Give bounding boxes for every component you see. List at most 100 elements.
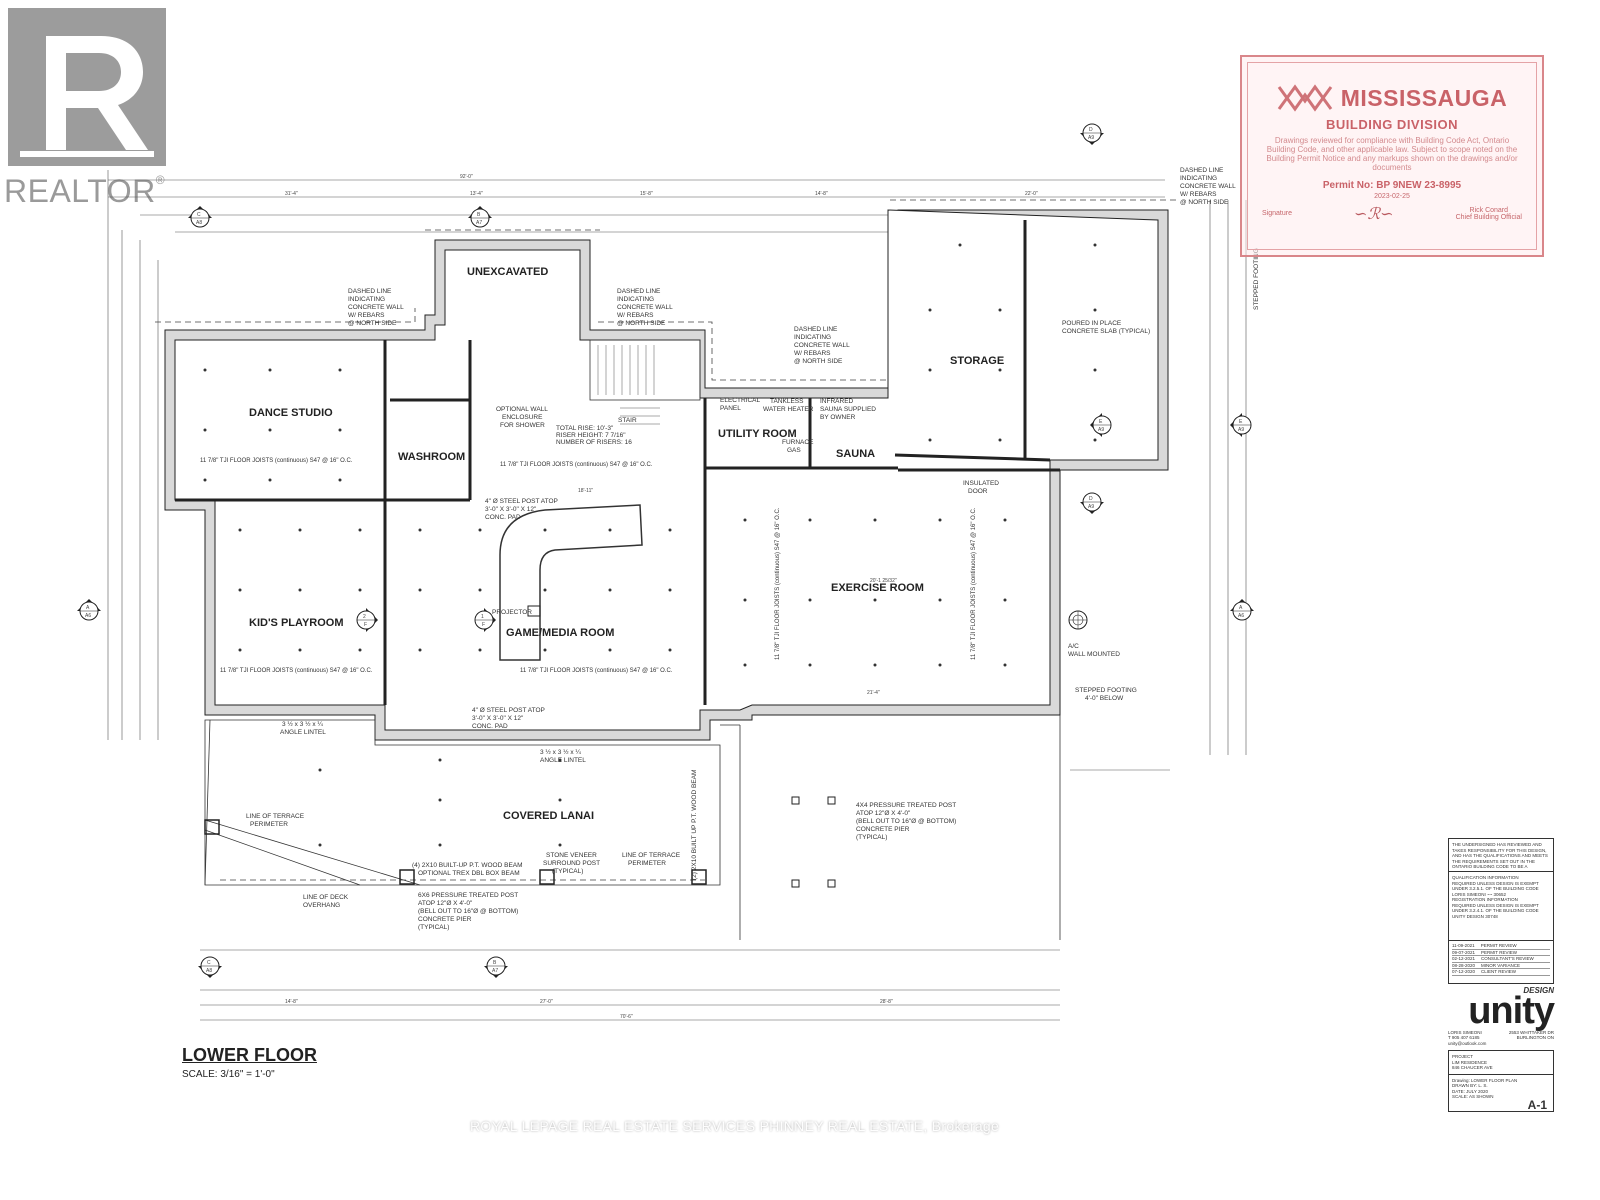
note-poured-slab: POURED IN PLACE CONCRETE SLAB (TYPICAL) — [1062, 320, 1150, 335]
section-marker: 2F — [356, 608, 378, 632]
svg-text:4" Ø STEEL POST ATOP: 4" Ø STEEL POST ATOP — [472, 707, 545, 714]
svg-text:CONCRETE PIER: CONCRETE PIER — [856, 826, 910, 833]
stamp-header: MISSISSAUGA — [1242, 83, 1542, 113]
svg-text:3'-0" X 3'-0" X 12": 3'-0" X 3'-0" X 12" — [485, 506, 537, 513]
svg-text:POURED IN PLACE: POURED IN PLACE — [1062, 320, 1122, 327]
svg-text:3'-0" X 3'-0" X 12": 3'-0" X 3'-0" X 12" — [472, 715, 524, 722]
note-line-terrace-1: LINE OF TERRACE PERIMETER — [246, 813, 305, 828]
svg-text:(TYPICAL): (TYPICAL) — [418, 924, 449, 931]
dim-top-2: 13'-4" — [470, 191, 483, 197]
note-stepped-footing-below: STEPPED FOOTING 4'-0" BELOW — [1075, 687, 1137, 702]
drawing-info: Drawing: LOWER FLOOR PLAN DRAWN BY: L. S… — [1448, 1074, 1554, 1112]
section-marker: CA8 — [198, 956, 222, 978]
svg-text:GAS: GAS — [787, 447, 801, 454]
joist-note-1: 11 7/8" TJI FLOOR JOISTS (continuous) S4… — [200, 458, 353, 464]
svg-text:SURROUND POST: SURROUND POST — [543, 860, 600, 867]
section-marker: BA7 — [484, 956, 508, 978]
svg-text:4X4 PRESSURE TREATED POST: 4X4 PRESSURE TREATED POST — [856, 802, 956, 809]
drawing-title: LOWER FLOOR — [182, 1045, 317, 1065]
svg-text:1: 1 — [481, 614, 484, 620]
dim-bottom-3: 28'-8" — [880, 999, 893, 1005]
svg-text:CONCRETE WALL: CONCRETE WALL — [794, 342, 850, 349]
svg-text:CONC. PAD: CONC. PAD — [472, 723, 508, 730]
svg-text:A6: A6 — [1238, 613, 1244, 619]
svg-text:FURNACE: FURNACE — [782, 439, 814, 446]
note-stone-veneer: STONE VENEER SURROUND POST (TYPICAL) — [543, 852, 600, 875]
dim-top-5: 22'-0" — [1025, 191, 1038, 197]
note-electrical-panel: ELECTRICAL PANEL — [720, 397, 760, 412]
note-stair: STAIR TOTAL RISE: 10'-3" RISER HEIGHT: 7… — [556, 417, 637, 446]
svg-text:(TYPICAL): (TYPICAL) — [552, 868, 583, 875]
stamp-city-name: MISSISSAUGA — [1340, 84, 1508, 111]
svg-text:A/C: A/C — [1068, 643, 1079, 650]
svg-text:F: F — [482, 622, 485, 628]
note-projector: PROJECTOR — [492, 609, 532, 616]
svg-text:NUMBER OF RISERS: 16: NUMBER OF RISERS: 16 — [556, 439, 632, 446]
note-steel-post-2: 4" Ø STEEL POST ATOP 3'-0" X 3'-0" X 12"… — [472, 707, 545, 730]
svg-text:(4) 2X10 BUILT-UP P.T. WOOD BE: (4) 2X10 BUILT-UP P.T. WOOD BEAM — [412, 862, 523, 869]
svg-text:BY OWNER: BY OWNER — [820, 414, 856, 421]
svg-text:(BELL OUT TO 16"Ø @ BOTTOM): (BELL OUT TO 16"Ø @ BOTTOM) — [418, 908, 518, 915]
room-washroom: WASHROOM — [398, 451, 465, 463]
svg-text:A: A — [86, 605, 90, 611]
svg-text:STAIR: STAIR — [618, 417, 637, 424]
svg-text:PERIMETER: PERIMETER — [628, 860, 666, 867]
note-insulated-door: INSULATED DOOR — [963, 480, 999, 495]
section-marker: EA9 — [1230, 413, 1252, 437]
joist-note-exercise-2: 11 7/8" TJI FLOOR JOISTS (continuous) S4… — [971, 507, 977, 660]
svg-text:A9: A9 — [1088, 135, 1094, 141]
designer-disclaimer: THE UNDERSIGNED HAS REVIEWED AND TAKES R… — [1448, 838, 1554, 872]
note-built-up-beam: (2) 2X10 BUILT UP P.T. WOOD BEAM — [691, 770, 698, 880]
stamp-permit-number: BP 9NEW 23-8995 — [1376, 180, 1462, 191]
section-marker: BA7 — [468, 206, 492, 228]
svg-text:FOR SHOWER: FOR SHOWER — [500, 422, 545, 429]
svg-text:4'-0" BELOW: 4'-0" BELOW — [1085, 695, 1124, 702]
dimension-lines — [107, 170, 1247, 1021]
svg-text:A6: A6 — [85, 613, 91, 619]
note-wood-beam: (4) 2X10 BUILT-UP P.T. WOOD BEAM OPTIONA… — [412, 862, 523, 877]
room-storage: STORAGE — [950, 355, 1004, 367]
svg-text:@ NORTH SIDE: @ NORTH SIDE — [617, 320, 666, 327]
joist-note-exercise-1: 11 7/8" TJI FLOOR JOISTS (continuous) S4… — [775, 507, 781, 660]
svg-text:CONC. PAD: CONC. PAD — [485, 514, 521, 521]
dim-exercise-sub: 20'-1 25/32" — [870, 578, 897, 584]
joist-note-3: 11 7/8" TJI FLOOR JOISTS (continuous) S4… — [220, 668, 373, 674]
dim-media-width: 18'-11" — [578, 488, 593, 494]
note-dashed-right: DASHED LINE INDICATING CONCRETE WALL W/ … — [794, 326, 850, 365]
note-pressure-post-4x4: 4X4 PRESSURE TREATED POST ATOP 12"Ø X 4'… — [856, 802, 956, 841]
note-tankless: TANKLESS WATER HEATER — [763, 398, 814, 413]
svg-text:W/ REBARS: W/ REBARS — [348, 312, 385, 319]
svg-text:A7: A7 — [492, 968, 498, 974]
svg-text:INDICATING: INDICATING — [348, 296, 385, 303]
svg-text:A9: A9 — [1098, 427, 1104, 433]
svg-text:2: 2 — [363, 614, 366, 620]
svg-text:D: D — [1089, 496, 1093, 502]
room-exercise: EXERCISE ROOM — [831, 582, 924, 594]
svg-text:ENCLOSURE: ENCLOSURE — [502, 414, 543, 421]
overall-dimension-top: 92'-0" — [460, 174, 473, 180]
svg-text:@ NORTH SIDE: @ NORTH SIDE — [794, 358, 843, 365]
svg-text:(TYPICAL): (TYPICAL) — [856, 834, 887, 841]
qualification-info: QUALIFICATION INFORMATION REQUIRED UNLES… — [1448, 872, 1554, 941]
svg-text:B: B — [477, 212, 481, 218]
svg-text:W/ REBARS: W/ REBARS — [617, 312, 654, 319]
svg-text:CONCRETE WALL: CONCRETE WALL — [1180, 183, 1236, 190]
realtor-wordmark: REALTOR® — [4, 173, 166, 209]
svg-text:4" Ø STEEL POST ATOP: 4" Ø STEEL POST ATOP — [485, 498, 558, 505]
svg-text:CONCRETE SLAB (TYPICAL): CONCRETE SLAB (TYPICAL) — [1062, 328, 1150, 335]
dim-bottom-1: 14'-8" — [285, 999, 298, 1005]
svg-text:6X6 PRESSURE TREATED POST: 6X6 PRESSURE TREATED POST — [418, 892, 518, 899]
room-kids-playroom: KID'S PLAYROOM — [249, 617, 344, 629]
note-ac: A/C WALL MOUNTED — [1068, 643, 1120, 658]
svg-text:ATOP 12"Ø X 4'-0": ATOP 12"Ø X 4'-0" — [418, 900, 473, 907]
svg-text:OVERHANG: OVERHANG — [303, 902, 340, 909]
svg-text:3 ½ x 3 ½ x ¼: 3 ½ x 3 ½ x ¼ — [282, 720, 323, 728]
svg-text:@ NORTH SIDE: @ NORTH SIDE — [1180, 199, 1229, 206]
svg-text:A9: A9 — [1238, 427, 1244, 433]
svg-text:ANGLE LINTEL: ANGLE LINTEL — [280, 729, 326, 736]
section-markers: CA8 BA7 DA9 EA9 EA9 DA9 AA6 AA6 2F 1F CA… — [77, 123, 1254, 978]
note-line-terrace-2: LINE OF TERRACE PERIMETER — [622, 852, 681, 867]
svg-text:INSULATED: INSULATED — [963, 480, 999, 487]
